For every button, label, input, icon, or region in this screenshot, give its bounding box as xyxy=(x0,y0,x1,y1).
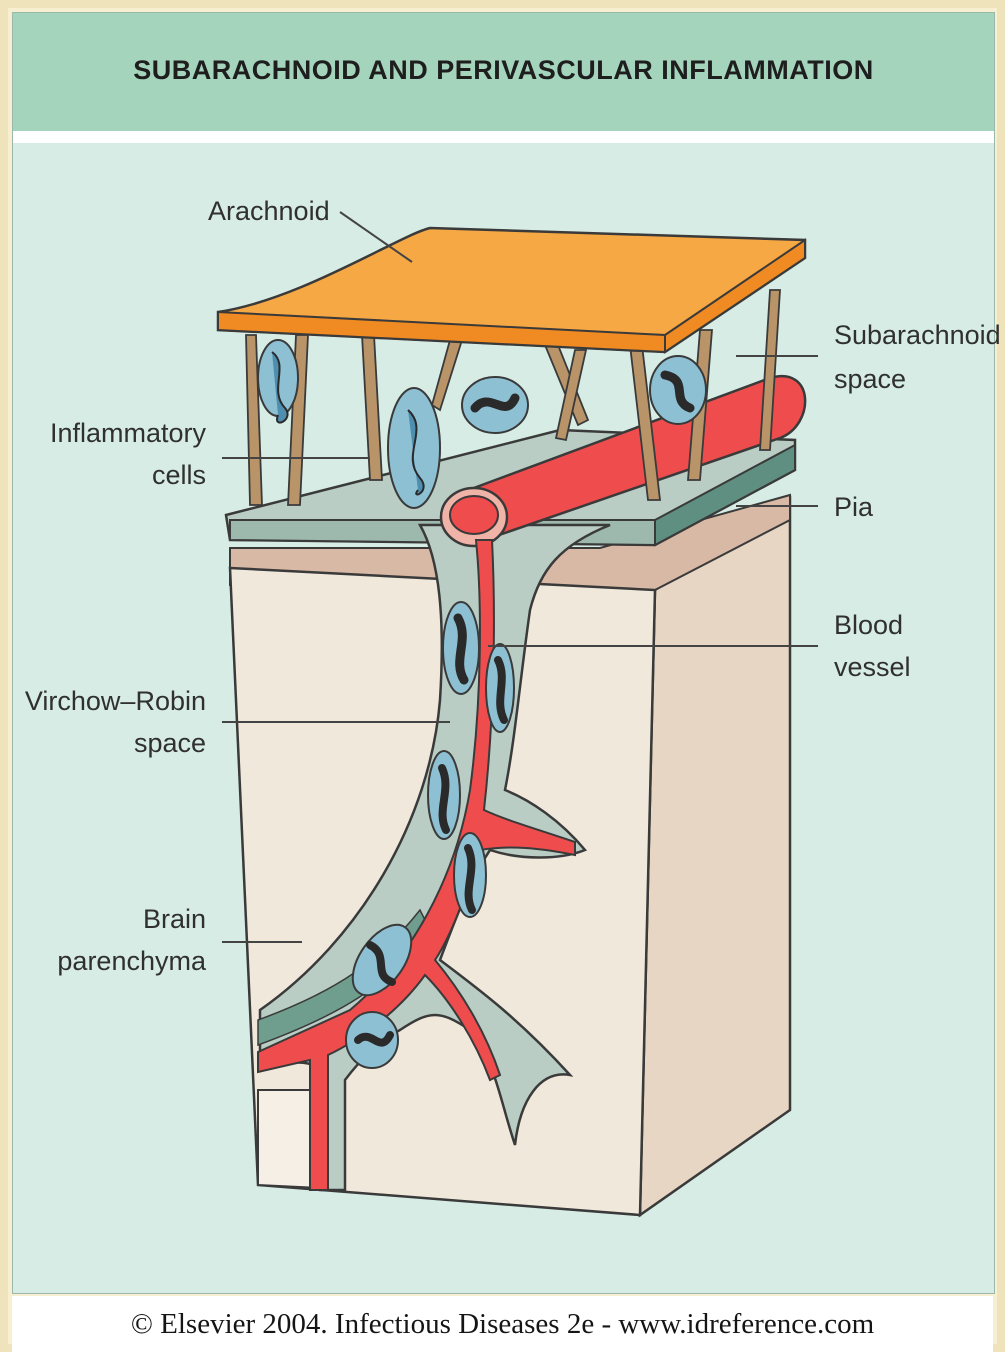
inflammatory-cell xyxy=(443,602,479,694)
label-subarachnoid-line1: Subarachnoid xyxy=(834,320,1001,350)
inflammatory-cell xyxy=(428,751,460,839)
label-arachnoid: Arachnoid xyxy=(208,196,330,226)
label-virchow-line2: space xyxy=(134,728,206,758)
inflammatory-cell xyxy=(486,644,514,732)
inflammatory-cell xyxy=(462,377,528,433)
copyright-footer: © Elsevier 2004. Infectious Diseases 2e … xyxy=(12,1296,993,1352)
label-blood-line2: vessel xyxy=(834,652,911,682)
label-blood-line1: Blood xyxy=(834,610,903,640)
label-pia: Pia xyxy=(834,492,874,522)
inflammatory-cell xyxy=(388,388,440,508)
label-inflammatory-line1: Inflammatory xyxy=(50,418,207,448)
arachnoid-membrane xyxy=(218,228,805,352)
copyright-text: © Elsevier 2004. Infectious Diseases 2e … xyxy=(12,1308,993,1341)
inflammatory-cell xyxy=(454,833,486,917)
inflammatory-cell xyxy=(346,1012,398,1068)
inflammatory-cell xyxy=(650,356,706,424)
label-virchow-line1: Virchow–Robin xyxy=(25,686,206,716)
label-brain-line1: Brain xyxy=(143,904,206,934)
label-inflammatory-line2: cells xyxy=(152,460,206,490)
label-subarachnoid-line2: space xyxy=(834,364,906,394)
label-brain-line2: parenchyma xyxy=(57,946,207,976)
